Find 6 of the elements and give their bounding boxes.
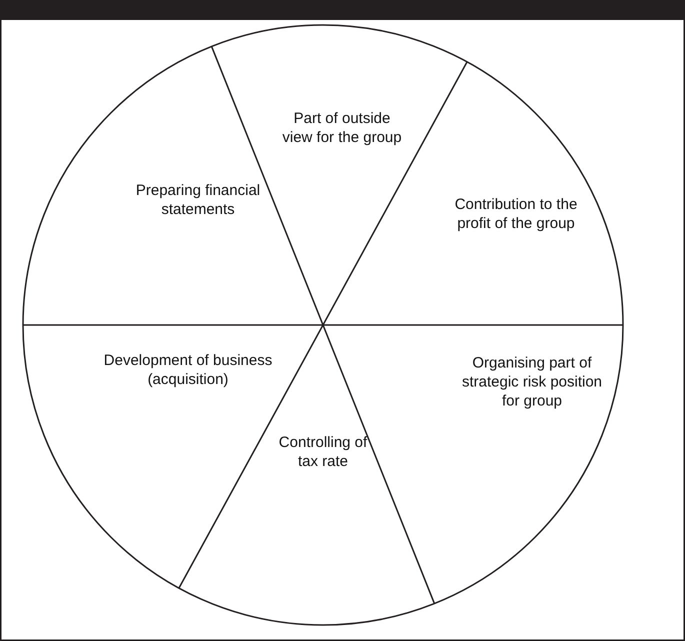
segment-label: Development of business (acquisition) (102, 351, 274, 389)
segment-label: Preparing financial statements (123, 181, 273, 219)
segment-label: Organising part of strategic risk position for group (457, 354, 607, 410)
segment-label: Controlling of tax rate (272, 433, 374, 471)
segment-label: Part of outside view for the group (277, 109, 407, 147)
segment-label: Contribution to the profit of the group (436, 195, 596, 233)
